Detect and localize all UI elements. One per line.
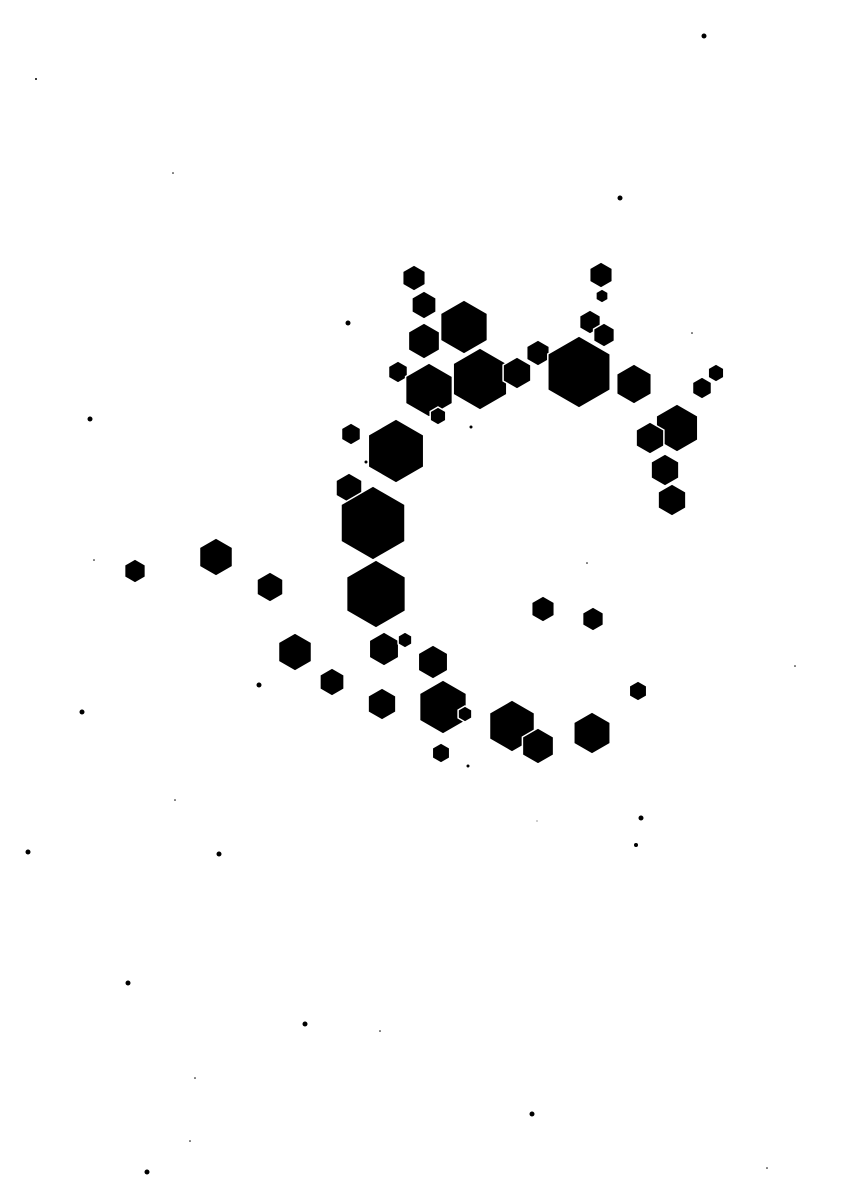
hexagon-15 xyxy=(592,322,616,348)
hexagon-21 xyxy=(650,453,680,487)
hexagon-44 xyxy=(581,606,605,632)
dot-25 xyxy=(194,1077,196,1079)
hexagon-13 xyxy=(595,288,609,304)
hexagon-26 xyxy=(340,485,406,561)
dot-16 xyxy=(638,815,644,821)
hexagon-16 xyxy=(615,363,653,405)
hexagon-41 xyxy=(521,727,555,765)
dot-27 xyxy=(189,1140,191,1142)
dot-8 xyxy=(469,425,473,429)
hexagon-6 xyxy=(404,362,454,418)
dot-28 xyxy=(144,1169,150,1175)
dot-5 xyxy=(345,320,351,326)
hexagon-4 xyxy=(439,299,489,355)
hexagon-35 xyxy=(417,644,449,680)
hexagon-9 xyxy=(502,356,532,390)
hexagon-2 xyxy=(411,290,437,320)
hexagon-23 xyxy=(340,422,362,446)
dot-13 xyxy=(79,709,85,715)
hexagon-28 xyxy=(123,558,147,584)
hexagon-5 xyxy=(387,360,409,384)
dot-2 xyxy=(35,78,37,80)
hexagon-20 xyxy=(635,421,665,455)
hexagon-12 xyxy=(588,261,614,289)
dot-7 xyxy=(87,416,93,422)
dot-21 xyxy=(794,665,796,667)
dot-15 xyxy=(174,799,176,801)
hexagon-33 xyxy=(368,631,400,667)
hexagon-42 xyxy=(573,711,611,755)
dot-19 xyxy=(25,849,31,855)
hexagon-30 xyxy=(256,571,284,603)
dot-23 xyxy=(302,1021,308,1027)
hexagon-39 xyxy=(431,742,451,764)
hexagon-27 xyxy=(345,559,407,629)
hexagon-17 xyxy=(691,376,713,400)
hexagon-24 xyxy=(367,418,425,484)
hexagon-43 xyxy=(530,595,556,623)
dot-24 xyxy=(379,1030,381,1032)
hexagon-37 xyxy=(418,679,468,735)
hexagon-7 xyxy=(429,406,447,426)
dot-12 xyxy=(256,682,262,688)
hexagon-34 xyxy=(397,631,413,649)
hexagon-18 xyxy=(707,363,725,383)
dot-17 xyxy=(536,820,538,822)
dot-22 xyxy=(125,980,131,986)
dot-3 xyxy=(617,195,623,201)
dot-11 xyxy=(586,562,588,564)
dot-26 xyxy=(529,1111,535,1117)
dot-1 xyxy=(701,33,707,39)
dot-layer xyxy=(25,33,796,1175)
dot-14 xyxy=(466,764,470,768)
dot-18 xyxy=(634,843,638,847)
hexagon-38 xyxy=(457,705,473,723)
hexagon-11 xyxy=(547,335,611,409)
dot-20 xyxy=(216,851,222,857)
dot-6 xyxy=(691,332,693,334)
hexagon-31 xyxy=(277,632,313,672)
hexagon-19 xyxy=(655,403,699,453)
hexagon-36 xyxy=(367,687,397,721)
hexagon-45 xyxy=(628,680,648,702)
dot-9 xyxy=(364,460,368,464)
hexagon-32 xyxy=(319,667,345,697)
dot-10 xyxy=(93,559,95,561)
hexagon-1 xyxy=(401,264,427,292)
hexagon-29 xyxy=(198,537,234,577)
hexagon-3 xyxy=(407,322,441,360)
hexagon-layer xyxy=(123,261,725,765)
dot-29 xyxy=(766,1167,768,1169)
dot-4 xyxy=(172,172,174,174)
hexagon-10 xyxy=(525,339,551,367)
hexagon-22 xyxy=(657,483,687,517)
